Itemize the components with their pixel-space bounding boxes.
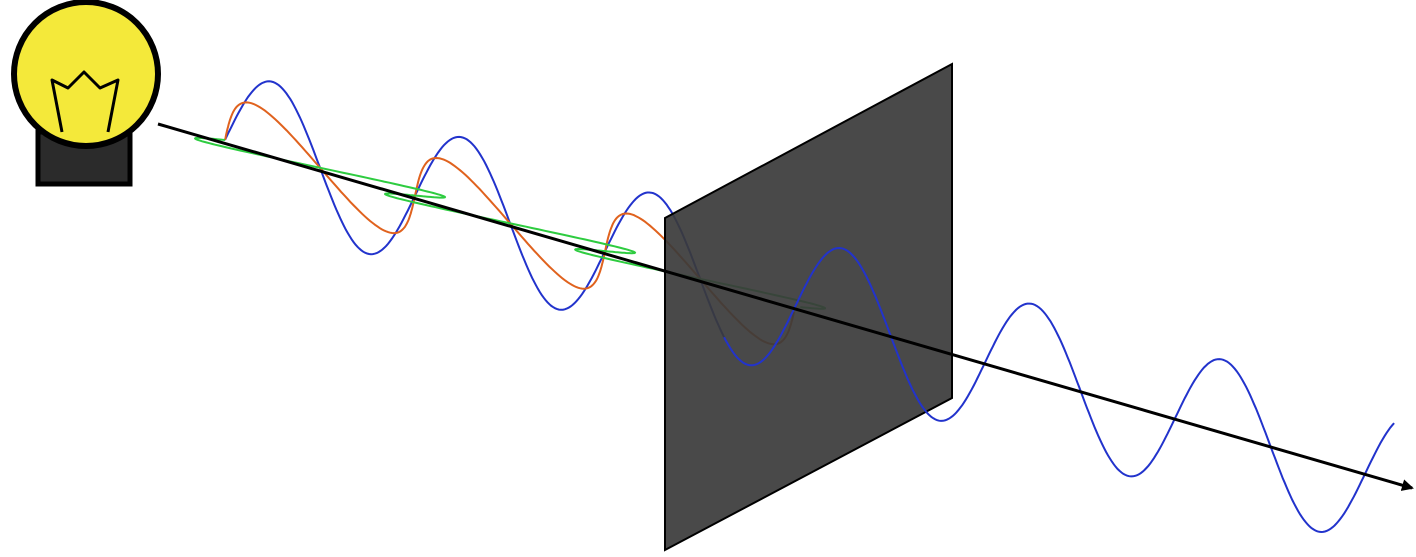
waves-after-filter (723, 246, 1395, 534)
wave-vertical-transmitted (723, 246, 1395, 534)
polarizer-filter (664, 62, 953, 552)
beam-arrow (157, 122, 1414, 491)
light-bulb-icon (11, 0, 161, 187)
bulb-filament (50, 70, 120, 133)
wave-vertical-incident (224, 80, 725, 338)
